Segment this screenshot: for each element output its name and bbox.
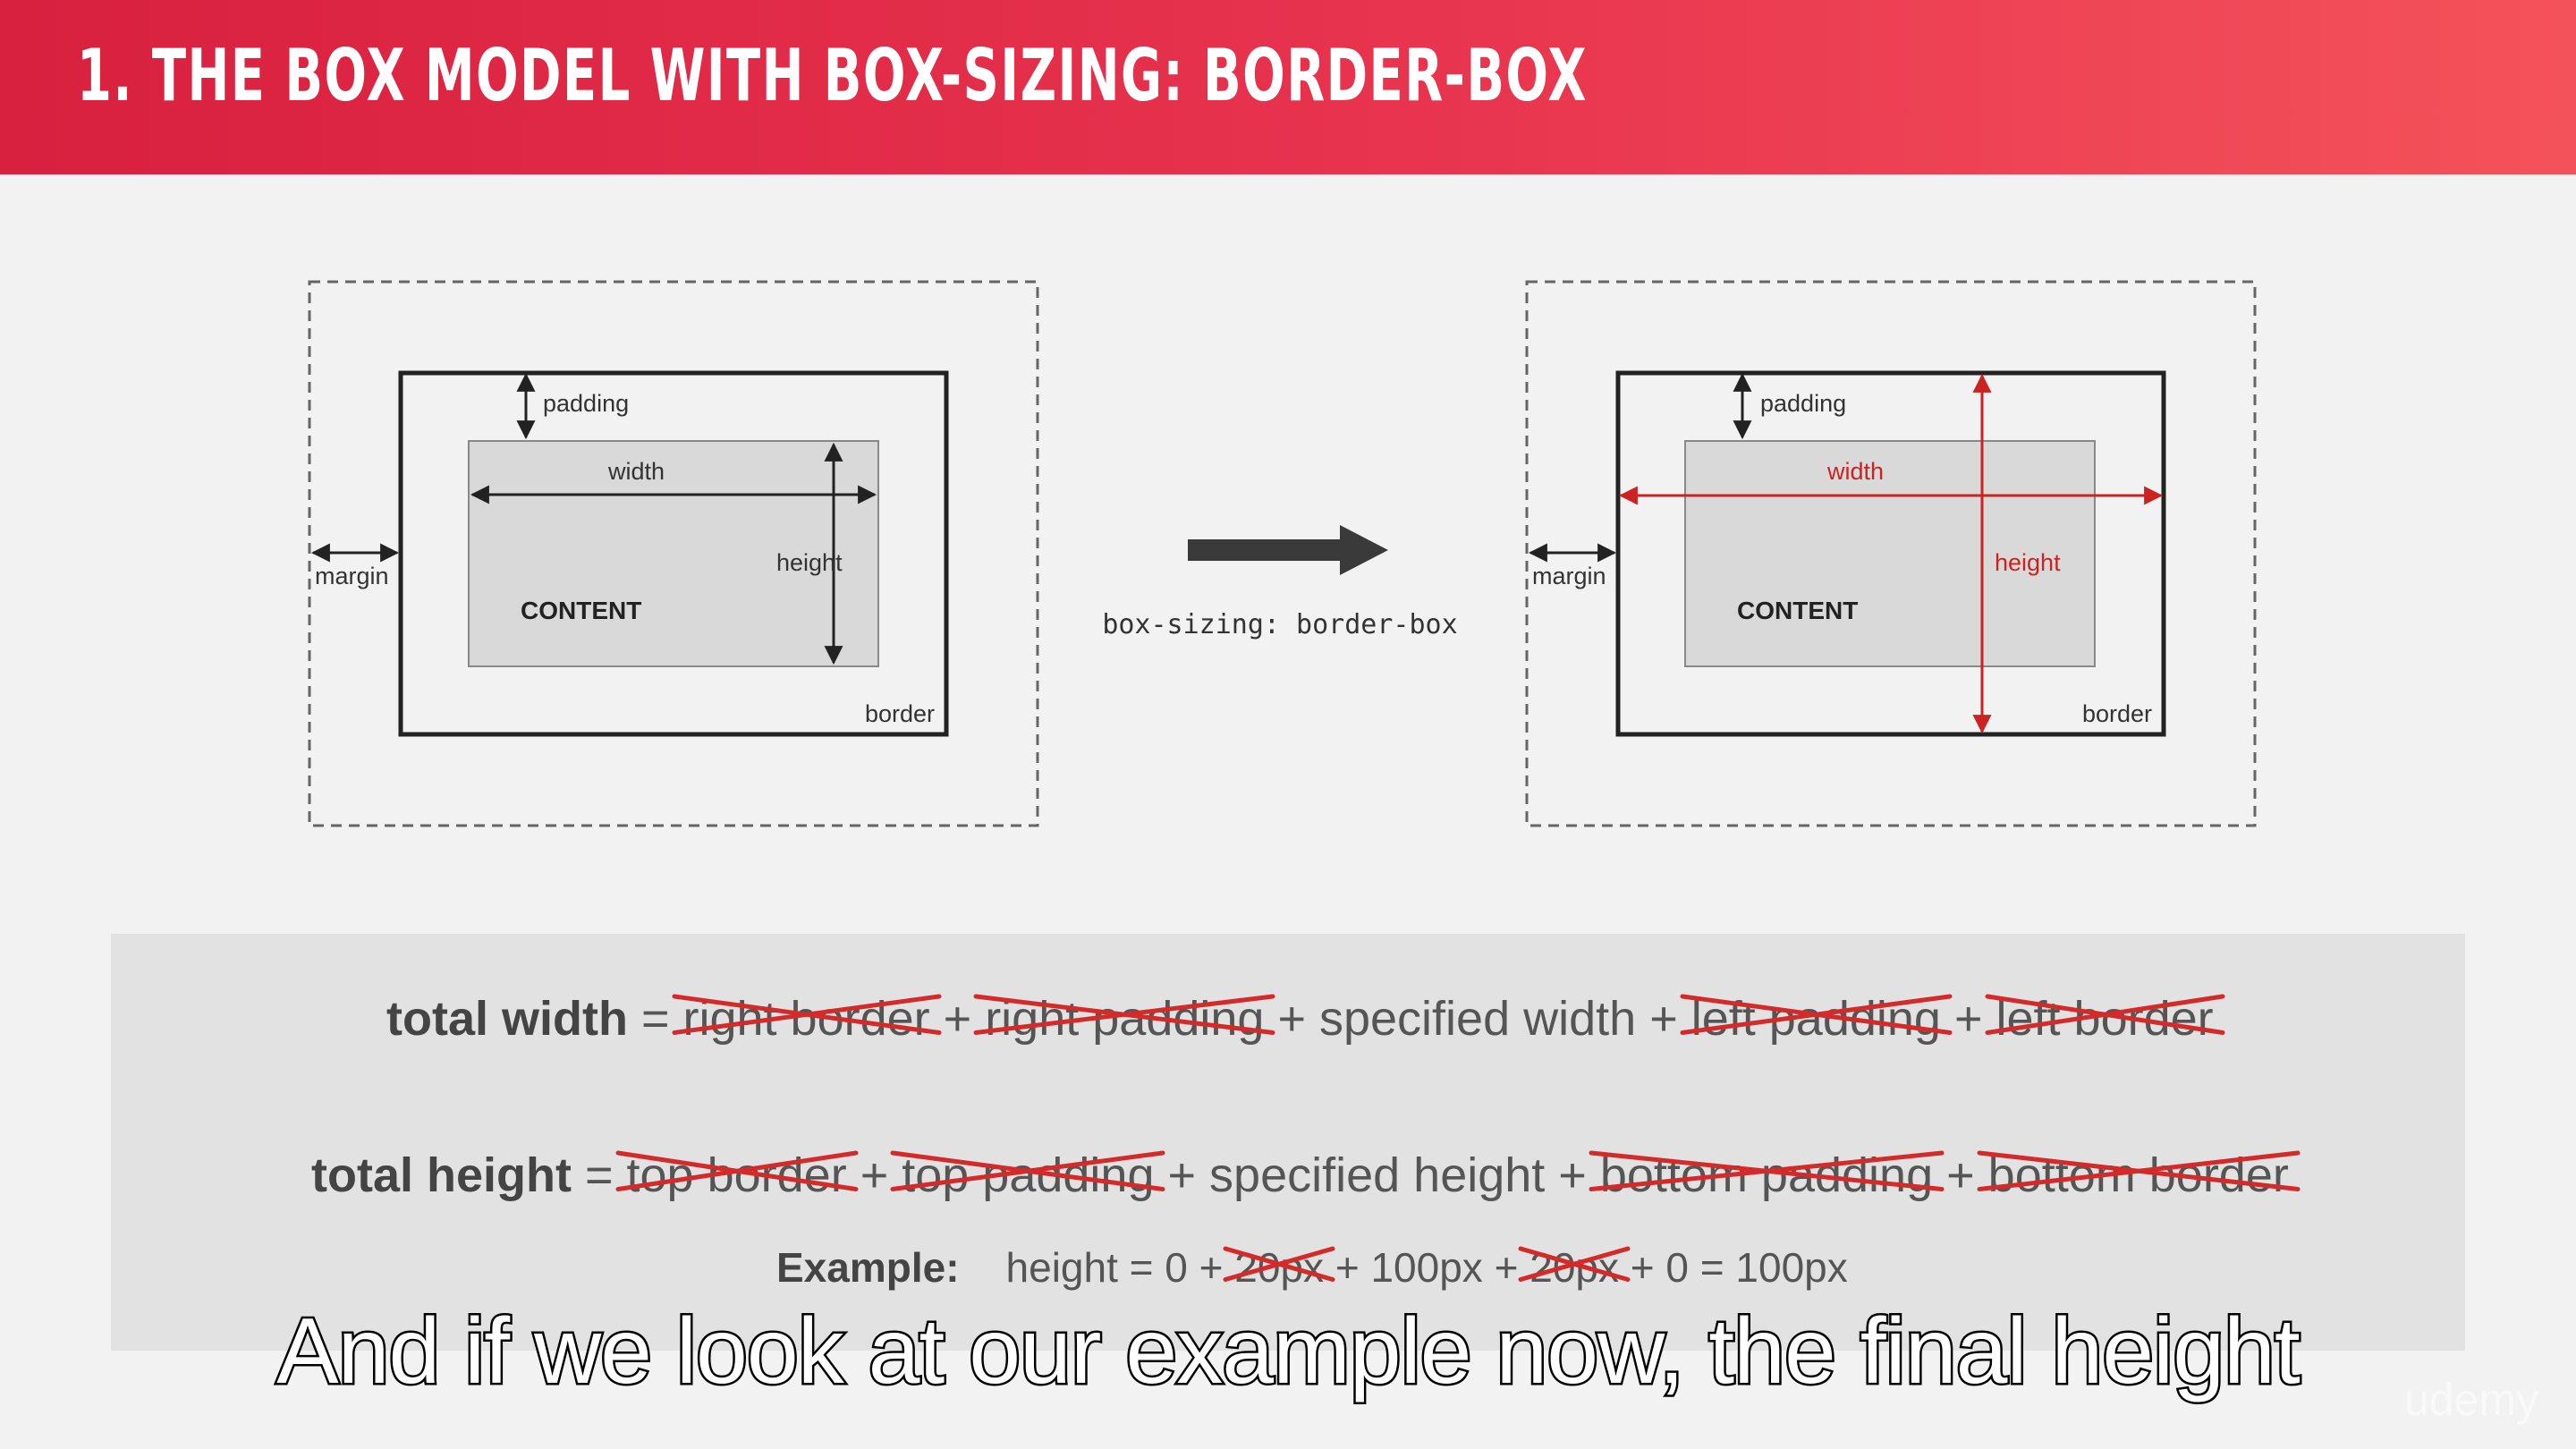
cross-mark bbox=[1680, 994, 1953, 1035]
transform-arrow bbox=[1188, 525, 1388, 575]
example-label: Example: bbox=[776, 1244, 960, 1291]
cross-mark bbox=[1977, 1150, 2301, 1191]
struck-term: 20px bbox=[1518, 1243, 1631, 1292]
cross-mark bbox=[672, 994, 941, 1035]
margin-box bbox=[1525, 280, 2257, 827]
right-box-diagram: padding width height margin CONTENT bord… bbox=[1525, 280, 2257, 827]
total-height-formula: total height = top border + top padding … bbox=[311, 1148, 2301, 1203]
cross-mark bbox=[615, 1150, 859, 1191]
padding-label: padding bbox=[1760, 390, 1846, 417]
margin-box bbox=[308, 280, 1039, 827]
udemy-watermark: udemy bbox=[2404, 1375, 2539, 1425]
height-label: height bbox=[1995, 549, 2061, 576]
struck-term: bottom padding bbox=[1589, 1148, 1945, 1203]
formula-label: total width bbox=[386, 992, 628, 1046]
struck-term: top padding bbox=[890, 1148, 1165, 1203]
video-subtitle: And if we look at our example now, the f… bbox=[275, 1298, 2303, 1406]
struck-term: top border bbox=[615, 1148, 859, 1203]
content-box bbox=[1684, 440, 2096, 667]
struck-term: right padding bbox=[973, 991, 1275, 1046]
struck-term: 20px bbox=[1223, 1243, 1335, 1292]
cross-mark bbox=[1518, 1246, 1631, 1282]
margin-label: margin bbox=[1532, 563, 1606, 589]
cross-mark bbox=[1223, 1246, 1335, 1282]
struck-term: bottom border bbox=[1977, 1148, 2301, 1203]
border-label: border bbox=[2082, 700, 2152, 727]
cross-mark bbox=[890, 1150, 1165, 1191]
struck-term: left padding bbox=[1680, 991, 1953, 1046]
content-box bbox=[468, 440, 879, 667]
content-label: CONTENT bbox=[521, 597, 641, 624]
margin-label: margin bbox=[315, 563, 389, 589]
slide-title: 1. THE BOX MODEL WITH BOX-SIZING: BORDER… bbox=[77, 34, 1588, 117]
width-label: width bbox=[607, 458, 665, 485]
title-bar: 1. THE BOX MODEL WITH BOX-SIZING: BORDER… bbox=[0, 0, 2576, 174]
struck-term: left border bbox=[1985, 991, 2225, 1046]
total-width-formula: total width = right border + right paddi… bbox=[386, 991, 2225, 1046]
box-sizing-caption: box-sizing: border-box bbox=[1102, 609, 1457, 640]
cross-mark bbox=[973, 994, 1275, 1035]
struck-term: right border bbox=[672, 991, 941, 1046]
cross-mark bbox=[1589, 1150, 1945, 1191]
formula-label: total height bbox=[311, 1148, 572, 1202]
border-box bbox=[1615, 370, 2166, 737]
padding-label: padding bbox=[543, 390, 629, 417]
border-box bbox=[398, 370, 949, 737]
width-label: width bbox=[1826, 458, 1884, 485]
height-label: height bbox=[776, 549, 843, 576]
content-label: CONTENT bbox=[1737, 597, 1858, 624]
example-formula: Example:height = 0 + 20px + 100px + 20px… bbox=[776, 1243, 1848, 1292]
cross-mark bbox=[1985, 994, 2225, 1035]
box-model-diagram: padding width height margin CONTENT bord… bbox=[308, 280, 2257, 827]
border-label: border bbox=[865, 700, 935, 727]
left-box-diagram: padding width height margin CONTENT bord… bbox=[308, 280, 1039, 827]
formula-panel bbox=[111, 934, 2465, 1351]
